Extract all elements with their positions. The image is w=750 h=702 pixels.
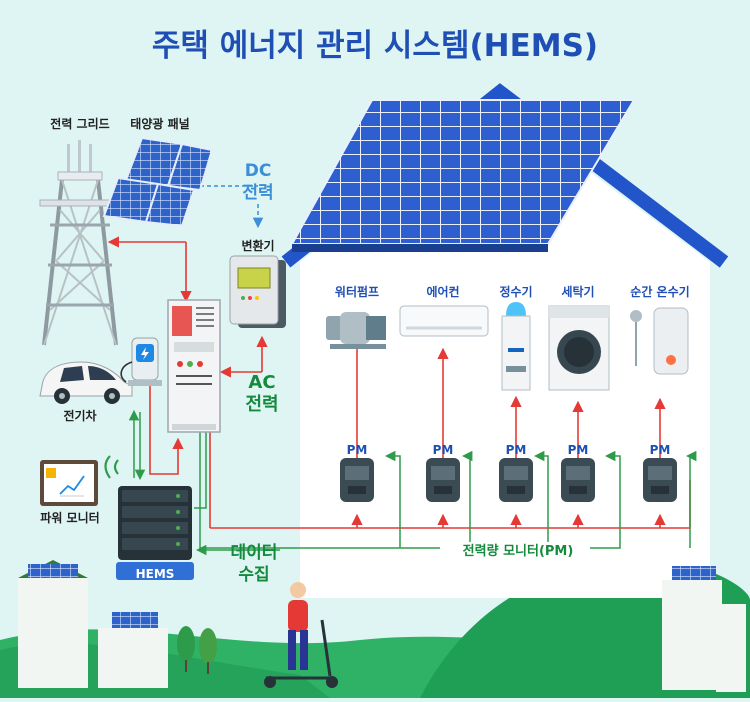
monitor-label: 파워 모니터: [40, 510, 99, 525]
water-pump-icon: [326, 312, 386, 349]
appliance-label-water-purifier: 정수기: [499, 284, 532, 299]
appliance-label-air-conditioner: 에어컨: [426, 284, 459, 299]
meter-label-2: PM: [433, 443, 454, 457]
appliance-row: [326, 302, 689, 391]
decorative-buildings: [18, 560, 746, 692]
tablet-chart-icon: [40, 460, 98, 506]
appliance-label-water-pump: 워터펌프: [335, 284, 379, 299]
appliance-label-washer: 세탁기: [561, 284, 594, 299]
dc-power-line: [200, 185, 264, 229]
dc-label-line1: DC: [245, 161, 272, 181]
server-rack-icon: [116, 486, 194, 580]
inverter-label: 변환기: [241, 238, 274, 253]
power-meter-icon: [340, 458, 677, 502]
hems-label: HEMS: [136, 567, 175, 581]
ev-charger-icon: [120, 337, 162, 386]
decorative-trees: [177, 626, 217, 674]
solar-panel-icon: [102, 136, 214, 228]
data-label-line1: 데이터: [231, 543, 278, 563]
appliance-label-water-heater: 순간 온수기: [630, 284, 689, 299]
solar-label: 태양광 패널: [130, 116, 189, 131]
meter-label-3: PM: [506, 443, 527, 457]
ev-label: 전기차: [63, 408, 96, 423]
data-lines: [104, 409, 697, 556]
air-conditioner-icon: [399, 305, 489, 337]
water-heater-icon: [630, 307, 689, 375]
dc-label-line2: 전력: [242, 183, 273, 203]
electric-car-icon: [39, 361, 133, 404]
data-label-line2: 수집: [238, 565, 269, 585]
meter-label-1: PM: [347, 443, 368, 457]
pm-caption: 전력량 모니터(PM): [463, 543, 574, 559]
water-purifier-icon: [501, 302, 531, 391]
ac-label-line1: AC: [248, 372, 275, 393]
power-tower-icon: [39, 140, 121, 346]
washing-machine-icon: [548, 305, 610, 391]
meter-label-5: PM: [650, 443, 671, 457]
distribution-panel-icon: [167, 299, 221, 433]
scooter-rider: [264, 582, 338, 688]
ac-label-line2: 전력: [245, 394, 278, 415]
page-title: 주택 에너지 관리 시스템(HEMS): [152, 28, 598, 64]
grid-label: 전력 그리드: [50, 116, 109, 131]
meter-label-4: PM: [568, 443, 589, 457]
pm-caption-backdrop: [440, 542, 590, 558]
roof-solar-panel: [290, 99, 636, 252]
inverter-icon: [229, 255, 286, 328]
